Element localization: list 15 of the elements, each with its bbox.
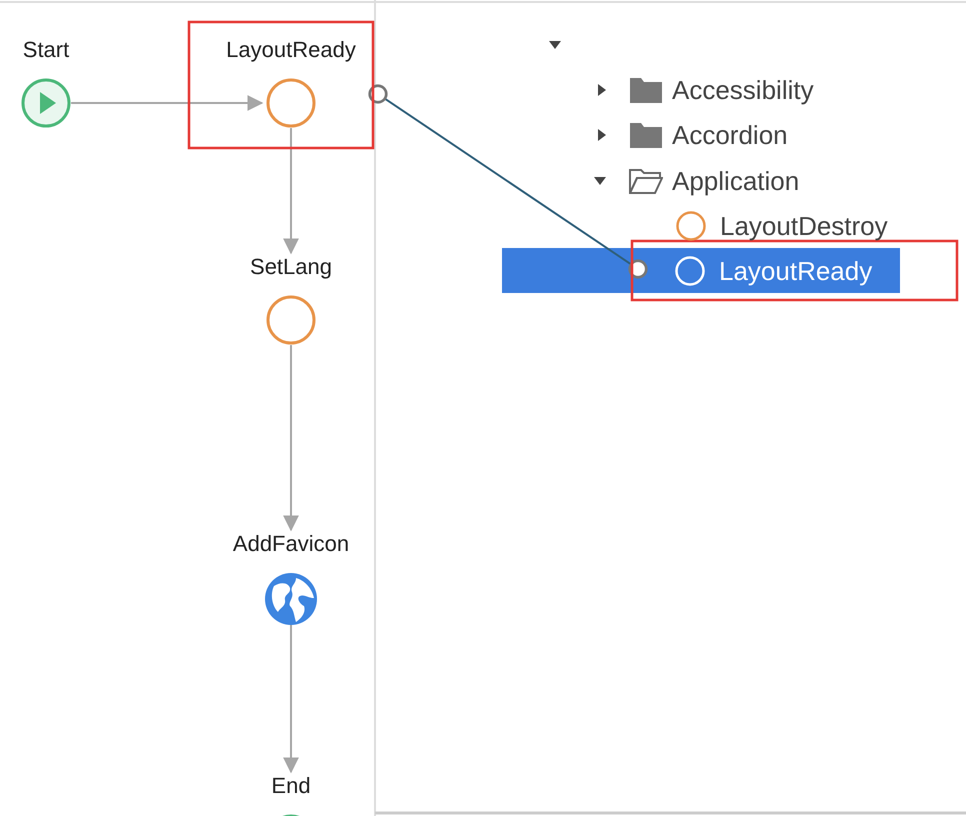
tree-item-label: Application	[672, 165, 800, 197]
tree-item-label: LayoutReady	[719, 256, 872, 286]
arrow	[283, 128, 299, 254]
node-label: Start	[22, 36, 70, 64]
arrow	[71, 95, 264, 111]
node-label: End	[271, 772, 311, 800]
arrow	[283, 345, 299, 532]
arrow	[283, 622, 299, 774]
node-label: AddFavicon	[232, 530, 350, 558]
tree-item-label: Accessibility	[672, 74, 814, 106]
node-label: LayoutReady	[226, 36, 356, 64]
tree-item-label: Accordion	[672, 119, 788, 151]
connector-line	[368, 84, 648, 279]
tree-item-label: LayoutDestroy	[720, 210, 888, 242]
node-label: SetLang	[250, 253, 332, 281]
